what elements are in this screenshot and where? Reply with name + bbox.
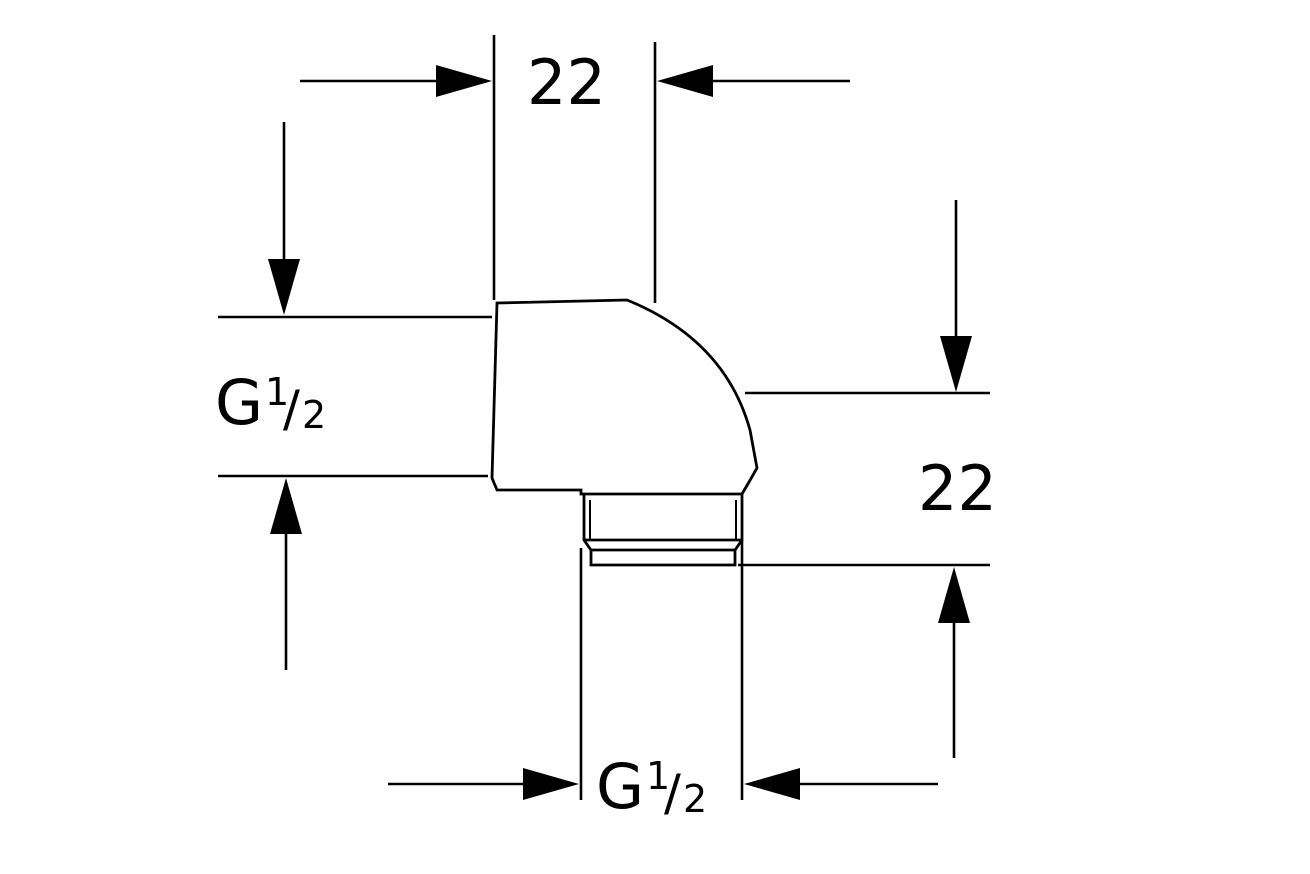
arrowhead-right-bottom [938, 567, 970, 623]
thread-prefix: G [215, 366, 263, 439]
thread-slash: / [664, 764, 681, 822]
dim-label-bottom-thread: G 1 / 2 [596, 750, 707, 823]
outlet-tip [589, 550, 737, 567]
arrowhead-right-top [940, 336, 972, 392]
dim-label-right-height: 22 [918, 452, 997, 525]
thread-numerator: 1 [646, 754, 670, 798]
arrowhead-bottom-left [523, 768, 579, 800]
arrowhead-top-right [657, 65, 713, 97]
thread-numerator: 1 [265, 370, 289, 414]
elbow-outline [490, 298, 759, 496]
threaded-outlet [582, 494, 744, 567]
thread-prefix: G [596, 750, 644, 823]
thread-slash: / [283, 380, 300, 438]
arrowhead-left-bottom [270, 478, 302, 534]
dim-label-top-width: 22 [527, 46, 606, 119]
fitting-body [490, 298, 759, 567]
thread-denominator: 2 [683, 777, 707, 821]
thread-denominator: 2 [302, 393, 326, 437]
arrowhead-bottom-right [744, 768, 800, 800]
outlet-sides [582, 494, 744, 552]
dimension-arrows [268, 65, 972, 800]
extension-lines [218, 35, 990, 800]
dim-label-left-thread: G 1 / 2 [215, 366, 326, 439]
arrowhead-left-top [268, 259, 300, 315]
arrowhead-top-left [436, 65, 492, 97]
